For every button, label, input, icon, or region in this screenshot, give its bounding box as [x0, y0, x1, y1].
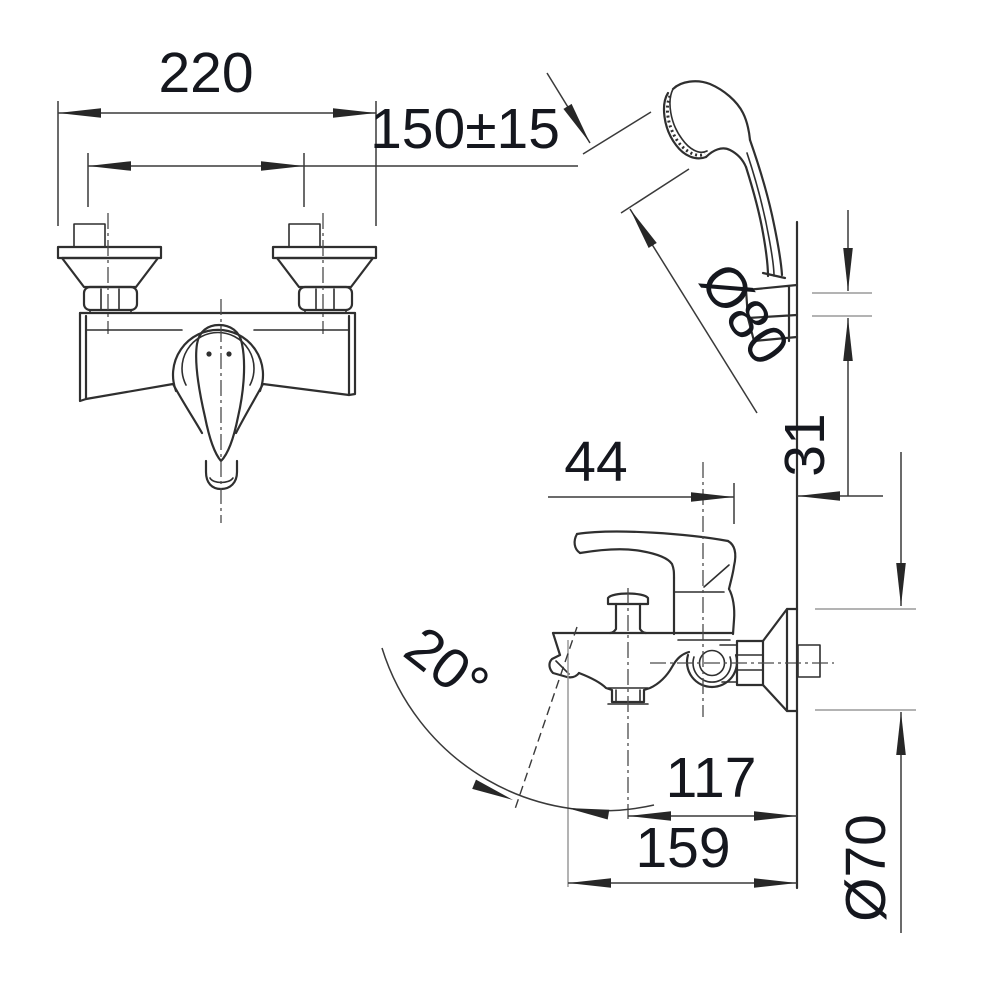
handle-front	[171, 299, 265, 523]
paddle-dot-right	[226, 351, 232, 357]
joint-to-nut	[719, 644, 738, 683]
front-view	[56, 211, 378, 523]
spray-nozzle-dots	[665, 95, 706, 157]
eccentric-union-right	[271, 211, 378, 336]
lever-side	[573, 530, 737, 591]
spout-side	[548, 631, 691, 705]
lever-tip	[573, 532, 582, 555]
head-face-inner	[669, 88, 708, 154]
lever-back	[726, 539, 737, 591]
dimensions: 220 150±15 Ø80 31 44	[57, 41, 916, 933]
ext-lines-220	[57, 101, 377, 226]
dim-overall-depth: 159	[568, 816, 797, 888]
escutcheon-inner	[181, 331, 255, 386]
nut-facet-lines	[736, 654, 764, 671]
eccentric-union-left	[56, 213, 163, 334]
ext-lines-31	[812, 292, 872, 317]
spout-axis-reference-line	[513, 626, 578, 813]
body-to-handle-curves	[171, 382, 265, 435]
ball-joint	[685, 644, 739, 689]
hand-shower	[662, 80, 787, 280]
bar-left-end	[78, 311, 88, 403]
union-cone	[60, 256, 160, 289]
dim-spout-angle-label: 20°	[393, 614, 500, 718]
diverter-knob	[606, 592, 650, 635]
ext-lines-70	[815, 608, 916, 711]
dim-arrow-80-lower	[629, 208, 758, 414]
spout-nozzle	[548, 653, 581, 679]
handle-outer-curve	[748, 138, 784, 277]
knob-stem	[608, 602, 648, 635]
dim-wall-offset-label: 44	[564, 430, 627, 494]
dim-flange-diameter-label: Ø70	[834, 814, 898, 922]
dim-overall-depth-label: 159	[635, 816, 730, 880]
handle-butt	[761, 271, 787, 280]
union-flange	[56, 245, 163, 260]
spout-front-slant	[551, 631, 562, 657]
dim-inlet-spacing: 150±15	[87, 97, 578, 207]
bar-bottom	[84, 382, 351, 401]
cartridge-body-side	[551, 576, 736, 641]
mixer-body-bar	[78, 311, 357, 403]
holder-bracket	[744, 283, 799, 343]
dim-hand-shower-diameter-label: Ø80	[687, 252, 801, 377]
ext-lines-80	[582, 111, 690, 214]
bar-right-end	[347, 311, 357, 397]
dim-overall-width-label: 220	[158, 41, 253, 105]
dim-arrow-80-upper	[546, 72, 591, 144]
handle-paddle	[195, 323, 246, 463]
dim-holder-height-label: 31	[773, 413, 837, 476]
spout-underside	[577, 650, 691, 704]
dim-spout-angle: 20°	[381, 614, 655, 820]
lever-slope-line	[703, 564, 730, 588]
dim-wall-offset: 44	[548, 430, 883, 524]
head-face-outer	[662, 91, 708, 160]
ext-lines-150	[87, 153, 305, 207]
escutcheon-outer	[171, 328, 265, 393]
wall-pipe-stub	[797, 644, 821, 678]
lever-top	[575, 530, 730, 543]
dim-flange-diameter: Ø70	[815, 452, 916, 933]
handle-mid-curve	[746, 152, 775, 277]
knob-cap	[606, 592, 650, 606]
dim-spout-reach: 117	[628, 746, 797, 821]
joint-mid-arc	[692, 656, 732, 683]
dim-spout-reach-label: 117	[666, 746, 757, 810]
handle-inner-curve	[744, 165, 770, 278]
shower-holder	[744, 283, 799, 343]
union-nut	[82, 285, 139, 312]
wall-flange	[650, 607, 834, 713]
paddle-dot-left	[206, 351, 212, 357]
dim-holder-height: 31	[773, 210, 872, 496]
angle-arrow-right	[567, 808, 610, 820]
lever-underside	[578, 548, 676, 580]
nut-facets	[100, 288, 120, 310]
head-neck	[704, 147, 748, 169]
angle-arrow-left	[472, 779, 513, 800]
dim-overall-width: 220	[57, 41, 377, 226]
dim-inlet-spacing-label: 150±15	[370, 97, 560, 161]
head-back	[671, 80, 752, 142]
flange-cone	[761, 607, 799, 713]
side-view	[548, 80, 834, 890]
body-right-edge	[727, 587, 736, 636]
wall-cap	[73, 223, 106, 248]
